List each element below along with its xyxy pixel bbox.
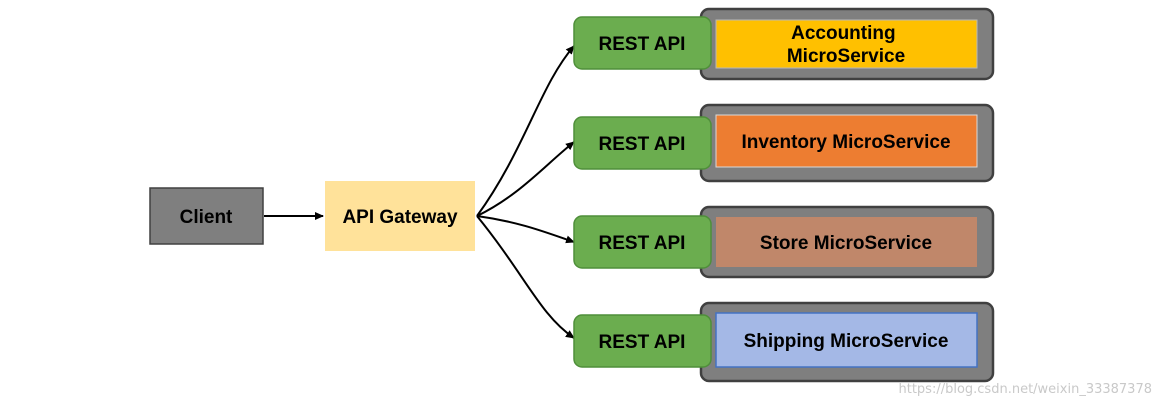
service-row-store: Store MicroService REST API (573, 205, 995, 279)
gateway-to-inventory-arrow (476, 141, 575, 217)
watermark-text: https://blog.csdn.net/weixin_33387378 (898, 382, 1152, 397)
rest-api-label: REST API (599, 332, 686, 353)
client-node: Client (149, 187, 264, 245)
rest-api-box-store (573, 215, 712, 269)
rest-api-box-shipping (573, 314, 712, 368)
gateway-to-store-arrow (476, 215, 575, 244)
accounting-service-label-line1: Accounting (791, 23, 896, 44)
rest-api-label: REST API (599, 233, 686, 254)
shipping-service-label: Shipping MicroService (744, 331, 949, 352)
api-gateway-box (325, 181, 475, 251)
store-service-box (716, 217, 977, 267)
inventory-service-box (715, 114, 978, 168)
rest-api-label: REST API (599, 134, 686, 155)
shipping-service-box (715, 312, 978, 368)
accounting-service-box (715, 19, 978, 69)
gateway-to-accounting-arrow (476, 45, 575, 217)
rest-api-box-accounting (573, 16, 712, 70)
accounting-service-label-line2: MicroService (787, 46, 905, 67)
client-label: Client (180, 207, 233, 228)
service-row-inventory: Inventory MicroService REST API (573, 103, 995, 183)
inventory-service-label: Inventory MicroService (741, 132, 950, 153)
service-row-accounting: Accounting MicroService REST API (573, 7, 995, 81)
api-gateway-label: API Gateway (342, 207, 458, 228)
accounting-service-label: Accounting MicroService (787, 23, 905, 67)
api-gateway-node: API Gateway (325, 181, 475, 251)
rest-api-box-inventory (573, 116, 712, 170)
service-row-shipping: Shipping MicroService REST API (573, 301, 995, 383)
store-service-label: Store MicroService (760, 233, 932, 254)
client-box (149, 187, 264, 245)
rest-api-label: REST API (599, 34, 686, 55)
gateway-to-shipping-arrow (476, 215, 575, 339)
